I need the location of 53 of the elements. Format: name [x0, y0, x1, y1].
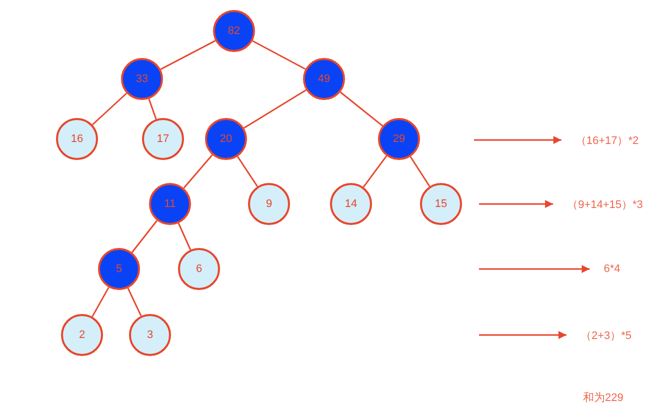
node-value: 9 [266, 198, 272, 210]
filled-tree-node [213, 10, 255, 52]
formula-text: 6*4 [604, 263, 620, 275]
filled-tree-node [98, 248, 140, 290]
node-value: 2 [78, 329, 86, 341]
filled-tree-node [121, 58, 163, 100]
tree-branch-line [244, 89, 306, 129]
node-value: 49 [318, 73, 330, 85]
node-value: 29 [392, 133, 406, 145]
arrow [479, 331, 566, 339]
tree-branch-line [362, 155, 388, 188]
node-value: 11 [164, 198, 176, 210]
arrow [474, 136, 562, 144]
tree-branch-line [148, 98, 157, 120]
node-value: 17 [156, 133, 170, 145]
node-value: 33 [136, 73, 148, 85]
tree-branch-line [236, 156, 258, 187]
formula-text: （2+3）*5 [580, 328, 632, 342]
leaf-node [129, 314, 171, 356]
node-value: 82 [228, 25, 240, 37]
tree-branch-line [183, 154, 213, 189]
node-value: 14 [344, 198, 358, 210]
node-value: 15 [434, 198, 448, 210]
tree-branch-line [340, 92, 384, 126]
formula-text: （16+17）*2 [575, 134, 639, 148]
tree-branch-line [92, 92, 128, 126]
leaf-node [142, 118, 184, 160]
leaf-node [56, 118, 98, 160]
tree-branch-line [92, 286, 110, 318]
node-value: 5 [116, 263, 122, 275]
filled-tree-node [303, 58, 345, 100]
tree-branch-line [131, 220, 158, 253]
filled-tree-node [149, 183, 191, 225]
leaf-node [61, 314, 103, 356]
arrow [479, 265, 590, 273]
filled-tree-node [378, 118, 420, 160]
tree-branch-line [178, 222, 192, 250]
leaf-node [248, 183, 290, 225]
tree-branch-line [252, 40, 306, 70]
node-value: 16 [70, 133, 84, 145]
tree-branch-line [410, 156, 430, 187]
node-value: 20 [220, 133, 232, 145]
sum-note: 和为229 [583, 391, 624, 405]
tree-branch-line [127, 288, 142, 316]
leaf-node [178, 248, 220, 290]
leaf-node [330, 183, 372, 225]
node-value: 3 [146, 329, 154, 341]
leaf-node [420, 183, 462, 225]
arrow [479, 200, 554, 208]
node-value: 6 [196, 263, 202, 275]
filled-tree-node [205, 118, 247, 160]
tree-branch-line [160, 40, 216, 70]
formula-text: （9+14+15）*3 [567, 198, 643, 212]
